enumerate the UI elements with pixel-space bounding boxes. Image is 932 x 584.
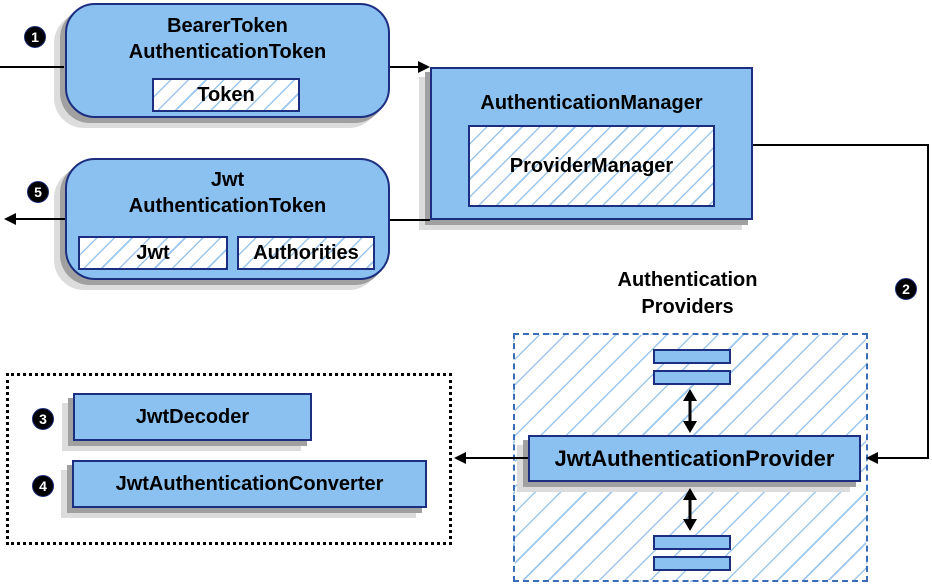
step-1-badge-label: 1 [31,29,39,45]
jwt-decoder-node: JwtDecoder [73,393,312,441]
bearer-token-title-line2: AuthenticationToken [128,41,327,63]
jwt-authentication-converter-node: JwtAuthenticationConverter [72,460,427,508]
step-4-badge-label: 4 [39,478,47,494]
authorities-chip-label: Authorities [253,241,359,264]
jwt-chip: Jwt [78,236,228,270]
authentication-manager-title-text: AuthenticationManager [480,92,703,114]
step-3-badge: 3 [32,408,54,430]
jwt-token-title-line2: AuthenticationToken [128,195,327,217]
jwt-authentication-provider-label: JwtAuthenticationProvider [554,445,835,471]
jwt-authentication-converter-label: JwtAuthenticationConverter [115,472,384,495]
jwt-decoder-label: JwtDecoder [135,405,250,428]
authorities-chip: Authorities [237,236,375,270]
step-5-badge: 5 [27,181,49,203]
bearer-token-authentication-token-node: BearerToken AuthenticationToken Token [65,3,390,118]
step-2-badge-label: 2 [902,281,910,297]
step-1-badge: 1 [24,26,46,48]
provider-to-decoder-arrowhead [454,452,466,464]
provider-manager-chip-label: ProviderManager [509,154,674,177]
step-4-badge: 4 [32,475,54,497]
token-chip: Token [152,78,300,112]
provider-placeholder-bar [653,370,731,385]
jwt-authentication-token-node: Jwt AuthenticationToken Jwt Authorities [65,158,390,280]
step-2-badge: 2 [895,278,917,300]
authentication-providers-title-line1: Authentication [617,269,758,291]
provider-placeholder-bar [653,556,731,571]
authentication-providers-title-line2: Providers [641,296,734,318]
jwt-chip-label: Jwt [136,241,170,264]
provider-manager-chip: ProviderManager [468,125,715,207]
jwt-authentication-provider-node: JwtAuthenticationProvider [528,435,861,482]
bearer-token-node-title: BearerToken AuthenticationToken [67,13,388,65]
token-chip-label: Token [197,83,255,106]
jwt-token-title-line1: Jwt [210,169,245,191]
bearer-to-manager-arrowhead [418,61,430,73]
bearer-token-title-line1: BearerToken [167,15,288,37]
step-5-badge-label: 5 [34,184,42,200]
authentication-manager-title: AuthenticationManager [432,90,751,116]
authentication-providers-title: Authentication Providers [555,267,820,321]
step-3-badge-label: 3 [39,411,47,427]
provider-placeholder-bar [653,349,731,364]
jwt-token-outgoing-arrowhead [4,213,16,225]
authentication-manager-node: AuthenticationManager ProviderManager [430,67,753,220]
jwt-token-node-title: Jwt AuthenticationToken [67,167,388,219]
provider-placeholder-bar [653,535,731,550]
